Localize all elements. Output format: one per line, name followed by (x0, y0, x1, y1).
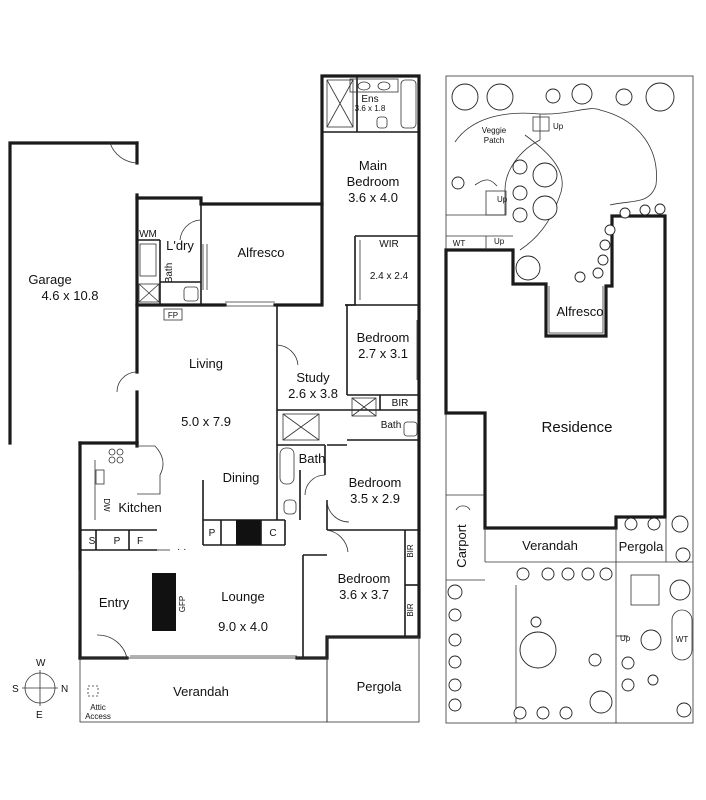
fp-label: FP (168, 311, 178, 320)
bedroom2-size: 2.7 x 3.1 (358, 346, 408, 361)
site-plan: Veggie Patch Up Up Up Up WT WT Alfresco … (444, 75, 694, 724)
bedroom4-label: Bedroom (338, 571, 391, 586)
living-size: 5.0 x 7.9 (181, 414, 231, 429)
laundry-label: L'dry (166, 238, 194, 253)
main-bedroom-label-1: Main (359, 158, 387, 173)
bir3-label: BIR (406, 603, 415, 617)
ensuite-size: 3.6 x 1.8 (355, 104, 386, 113)
large-trees (447, 82, 691, 714)
alfresco-label: Alfresco (238, 245, 285, 260)
pergola-label: Pergola (357, 679, 403, 694)
attic-label-1: Attic (90, 703, 106, 712)
residence-label: Residence (542, 419, 613, 436)
ensuite-fixtures (322, 76, 419, 133)
f-label: F (137, 536, 143, 547)
compass-s-label: S (12, 684, 19, 695)
bedroom3-label: Bedroom (349, 475, 402, 490)
veggie-label-1: Veggie (482, 126, 507, 135)
up-label-4: Up (620, 634, 631, 643)
compass-w-label: W (36, 658, 46, 669)
verandah-label: Verandah (173, 684, 229, 699)
study-size: 2.6 x 3.8 (288, 386, 338, 401)
alfresco-openings (202, 244, 275, 307)
kitchen-label: Kitchen (118, 500, 161, 515)
bath-bed-label: Bath (381, 420, 402, 431)
bir1-label: BIR (392, 398, 409, 409)
living-label: Living (189, 356, 223, 371)
wir-label: WIR (379, 239, 398, 250)
p1-label: P (114, 536, 121, 547)
up-label-1: Up (553, 122, 564, 131)
bath-main-walls (276, 410, 326, 520)
entry-label: Entry (99, 595, 130, 610)
c-label: C (269, 528, 276, 539)
attic-label-2: Access (85, 712, 111, 721)
veggie-label-2: Patch (484, 136, 504, 145)
lounge-size: 9.0 x 4.0 (218, 619, 268, 634)
residence-outline (444, 214, 667, 530)
site-pergola-label: Pergola (619, 539, 665, 554)
dining-label: Dining (223, 470, 260, 485)
wir-size: 2.4 x 2.4 (370, 271, 409, 282)
bedroom4-size: 3.6 x 3.7 (339, 587, 389, 602)
svg-text:· ·: · · (177, 544, 186, 555)
gfp-label: GFP (178, 596, 187, 612)
up-label-3: Up (494, 237, 505, 246)
wm-label: WM (139, 229, 157, 240)
bath-main-label: Bath (299, 451, 326, 466)
kitchen-walls: · · (80, 445, 186, 555)
garage-walls (8, 141, 139, 445)
p2-label: P (209, 528, 216, 539)
bedroom2-label: Bedroom (357, 330, 410, 345)
wt1-label: WT (453, 239, 466, 248)
bedroom2-walls (345, 304, 419, 441)
verandah-outline (79, 636, 420, 723)
up-label-2: Up (497, 195, 508, 204)
main-bedroom-label-2: Bedroom (347, 174, 400, 189)
floor-plan: · · (8, 74, 421, 723)
laundry-walls (137, 204, 202, 305)
dining-storage (202, 480, 286, 546)
bath-laundry-label: Bath (164, 263, 175, 284)
lounge-label: Lounge (221, 589, 264, 604)
study-label: Study (296, 370, 330, 385)
fireplace (163, 308, 183, 321)
wt2-label: WT (676, 635, 689, 644)
main-bedroom-size: 3.6 x 4.0 (348, 190, 398, 205)
compass-n-label: N (61, 684, 68, 695)
bir2-label: BIR (406, 544, 415, 558)
site-verandah-label: Verandah (522, 538, 578, 553)
compass: W S N E (12, 658, 68, 721)
shrubs (448, 88, 692, 720)
bedroom4-walls (302, 529, 419, 658)
dw-label: DW (102, 498, 111, 512)
carport-label: Carport (454, 524, 469, 568)
ensuite-label: Ens (361, 94, 378, 105)
garage-size: 4.6 x 10.8 (41, 288, 98, 303)
site-alfresco-label: Alfresco (557, 304, 604, 319)
compass-e-label: E (36, 710, 43, 721)
lounge-fixtures (78, 570, 297, 659)
bedroom3-walls (326, 444, 419, 531)
s-label: S (89, 536, 96, 547)
garage-label: Garage (28, 272, 71, 287)
bedroom3-size: 3.5 x 2.9 (350, 491, 400, 506)
study-walls (276, 305, 347, 441)
